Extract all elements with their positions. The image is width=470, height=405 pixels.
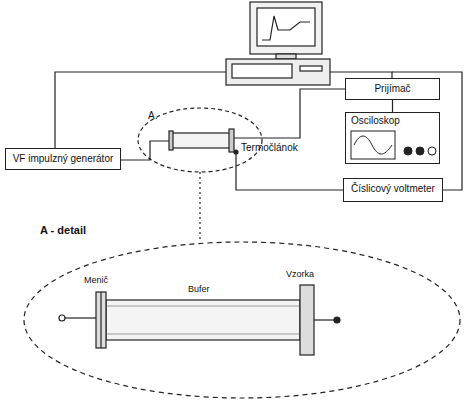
box-label: Prijímač: [346, 79, 439, 99]
transducer: [96, 292, 106, 348]
terminal: [59, 315, 65, 321]
knob: [404, 147, 412, 155]
part-label: Vzorka: [286, 268, 314, 280]
generator-box: VF impulzný generátor: [5, 148, 121, 170]
wire: [232, 89, 345, 138]
callout-letter: A.: [148, 110, 157, 122]
buffer-rod: [106, 300, 300, 340]
computer-base: [226, 59, 330, 85]
terminal: [334, 317, 340, 323]
knob: [416, 147, 424, 155]
receiver-box: Prijímač: [345, 78, 440, 100]
detail-marker: [138, 108, 262, 172]
wire: [121, 141, 170, 160]
part-label: Menič: [84, 274, 108, 286]
thermocouple-junction: [234, 150, 238, 154]
sample: [300, 285, 314, 355]
part-label: Bufer: [188, 283, 210, 295]
voltmeter-box: Číslicový voltmeter: [343, 178, 443, 202]
oscilloscope-screen: [351, 131, 395, 159]
detail-leader: [199, 172, 200, 242]
detail-title: A - detail: [40, 224, 86, 236]
wire: [314, 319, 334, 320]
screen-trace: [262, 16, 310, 40]
monitor-screen: [257, 8, 315, 46]
rod-shading: [106, 305, 300, 306]
sensor-label: Termočlánok: [241, 142, 298, 154]
wire: [65, 317, 96, 318]
buffer-rod: [172, 133, 230, 148]
oscilloscope-front: [346, 129, 439, 163]
monitor-stand: [276, 54, 296, 59]
drive-slot: [300, 66, 322, 71]
rod-shading: [106, 333, 300, 334]
connector: [392, 100, 393, 112]
transducer-layer: [100, 292, 101, 348]
box-label: Číslicový voltmeter: [344, 179, 442, 199]
wire: [236, 154, 343, 190]
keyboard: [232, 64, 292, 78]
box-label: VF impulzný generátor: [6, 149, 120, 169]
transducer: [169, 131, 173, 150]
box-label: Osciloskop: [346, 113, 439, 129]
oscilloscope: Osciloskop: [345, 112, 440, 164]
knob: [428, 147, 436, 155]
monitor: [250, 2, 322, 54]
sample: [229, 129, 234, 152]
waveform: [354, 136, 392, 154]
detail-outline: [24, 242, 460, 398]
